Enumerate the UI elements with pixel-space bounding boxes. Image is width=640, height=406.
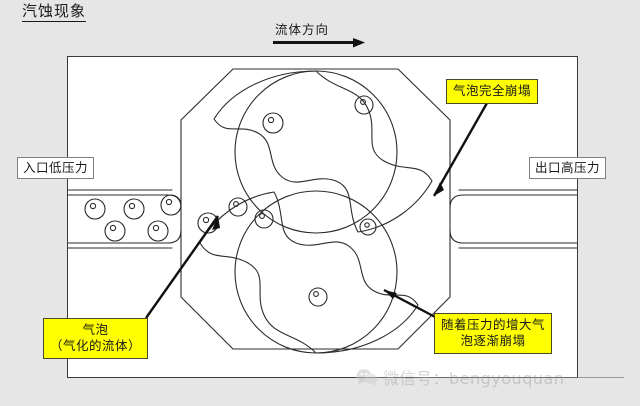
- callout-collapse-complete-line-1: 气泡完全崩塌: [453, 83, 532, 98]
- watermark-rule: [356, 377, 624, 378]
- inlet-pressure-label: 入口低压力: [17, 157, 95, 179]
- pump-housing-outline: [180, 68, 451, 350]
- lower-rotor-lobes: [199, 191, 419, 354]
- upper-rotor-bore: [234, 70, 398, 234]
- inlet-bubble-1: [84, 198, 106, 220]
- inlet-bubble-3: [104, 220, 126, 242]
- lower-rotor-bubble-1: [254, 209, 274, 229]
- callout-collapse-complete: 气泡完全崩塌: [446, 79, 539, 104]
- outlet-pipe-upper-wall: [449, 194, 577, 209]
- arrow-right-icon: [273, 38, 365, 48]
- callout-gradual-collapse: 随着压力的增大气 泡逐渐崩塌: [434, 313, 553, 354]
- outlet-pressure-label: 出口高压力: [529, 157, 607, 179]
- lower-rotor-bubble-3: [308, 287, 328, 307]
- wechat-icon: [356, 369, 378, 386]
- lower-rotor-bubble-2: [359, 218, 377, 236]
- callout-gradual-collapse-line-2: 泡逐渐崩塌: [460, 333, 526, 348]
- flow-direction-label: 流体方向: [275, 22, 330, 37]
- callout-bubble-line-1: 气泡: [82, 322, 109, 337]
- callout-bubble-line-2: （气化的流体）: [50, 338, 142, 353]
- inlet-bubble-5: [147, 220, 169, 242]
- page-title: 汽蚀现象: [22, 2, 87, 22]
- callout-gradual-collapse-line-1: 随着压力的增大气: [441, 317, 546, 332]
- watermark-text: 微信号：bengyouquan: [383, 369, 565, 388]
- callout-bubble: 气泡 （气化的流体）: [43, 318, 149, 359]
- upper-rotor-bubble-2: [354, 95, 374, 115]
- inlet-bubble-2: [123, 198, 145, 220]
- watermark: 微信号：bengyouquan: [356, 366, 564, 388]
- inlet-bubble-7: [228, 197, 248, 217]
- outlet-pipe-lower-wall: [449, 229, 577, 244]
- upper-rotor-bubble-1: [262, 112, 284, 134]
- inlet-bubble-4: [160, 194, 182, 216]
